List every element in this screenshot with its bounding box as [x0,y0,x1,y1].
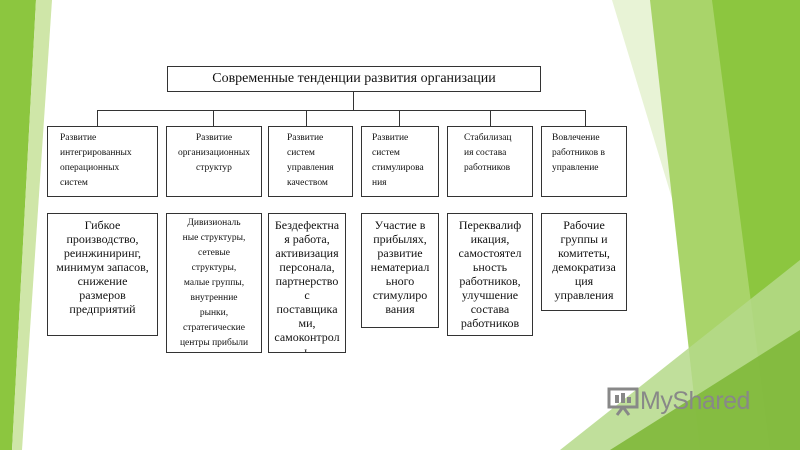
category-label: Развитие систем управления качеством [287,133,334,188]
detail-text: Участие в прибылях, развитие нематериал … [370,218,430,316]
category-label: Вовлечение работников в управление [552,133,605,173]
drop-line-2 [213,110,214,126]
detail-text: Рабочие группы и комитеты, демократиза ц… [552,218,616,302]
detail-box-5: Переквалиф икация, самостоятел ьность ра… [447,213,533,336]
detail-text: Дивизиональ ные структуры, сетевые струк… [179,218,249,348]
detail-box-3: Бездефектна я работа, активизация персон… [268,213,346,353]
category-label: Развитие систем стимулирова ния [372,133,424,188]
bus-line [97,110,585,111]
category-box-4: Развитие систем стимулирова ния [361,126,439,197]
drop-line-6 [585,110,586,126]
title-connector [353,92,354,110]
category-box-1: Развитие интегрированных операционных си… [47,126,158,197]
drop-line-5 [490,110,491,126]
detail-text: Гибкое производство, реинжиниринг, миним… [56,218,149,316]
category-box-3: Развитие систем управления качеством [268,126,353,197]
diagram-title: Современные тенденции развития организац… [212,71,496,86]
left-green-band [0,0,36,450]
diagram-title-box: Современные тенденции развития организац… [167,66,541,92]
watermark-text: MyShared [640,386,750,415]
detail-box-2: Дивизиональ ные структуры, сетевые струк… [166,213,262,353]
category-box-6: Вовлечение работников в управление [541,126,627,197]
category-label: Развитие организационных структур [178,133,250,173]
drop-line-4 [399,110,400,126]
category-label: Развитие интегрированных операционных си… [60,133,132,188]
left-light-band [12,0,52,450]
category-box-5: Стабилизац ия состава работников [447,126,533,197]
bottom-right-dark-triangle [610,330,800,450]
detail-box-6: Рабочие группы и комитеты, демократиза ц… [541,213,627,311]
category-box-2: Развитие организационных структур [166,126,262,197]
presentation-board-icon [607,387,639,416]
detail-text: Переквалиф икация, самостоятел ьность ра… [458,218,522,330]
drop-line-1 [97,110,98,126]
category-label: Стабилизац ия состава работников [464,133,512,173]
myshared-logo: MyShared [606,386,750,416]
detail-text: Бездефектна я работа, активизация персон… [274,218,340,353]
detail-box-1: Гибкое производство, реинжиниринг, миним… [47,213,158,336]
detail-box-4: Участие в прибылях, развитие нематериал … [361,213,439,328]
drop-line-3 [306,110,307,126]
